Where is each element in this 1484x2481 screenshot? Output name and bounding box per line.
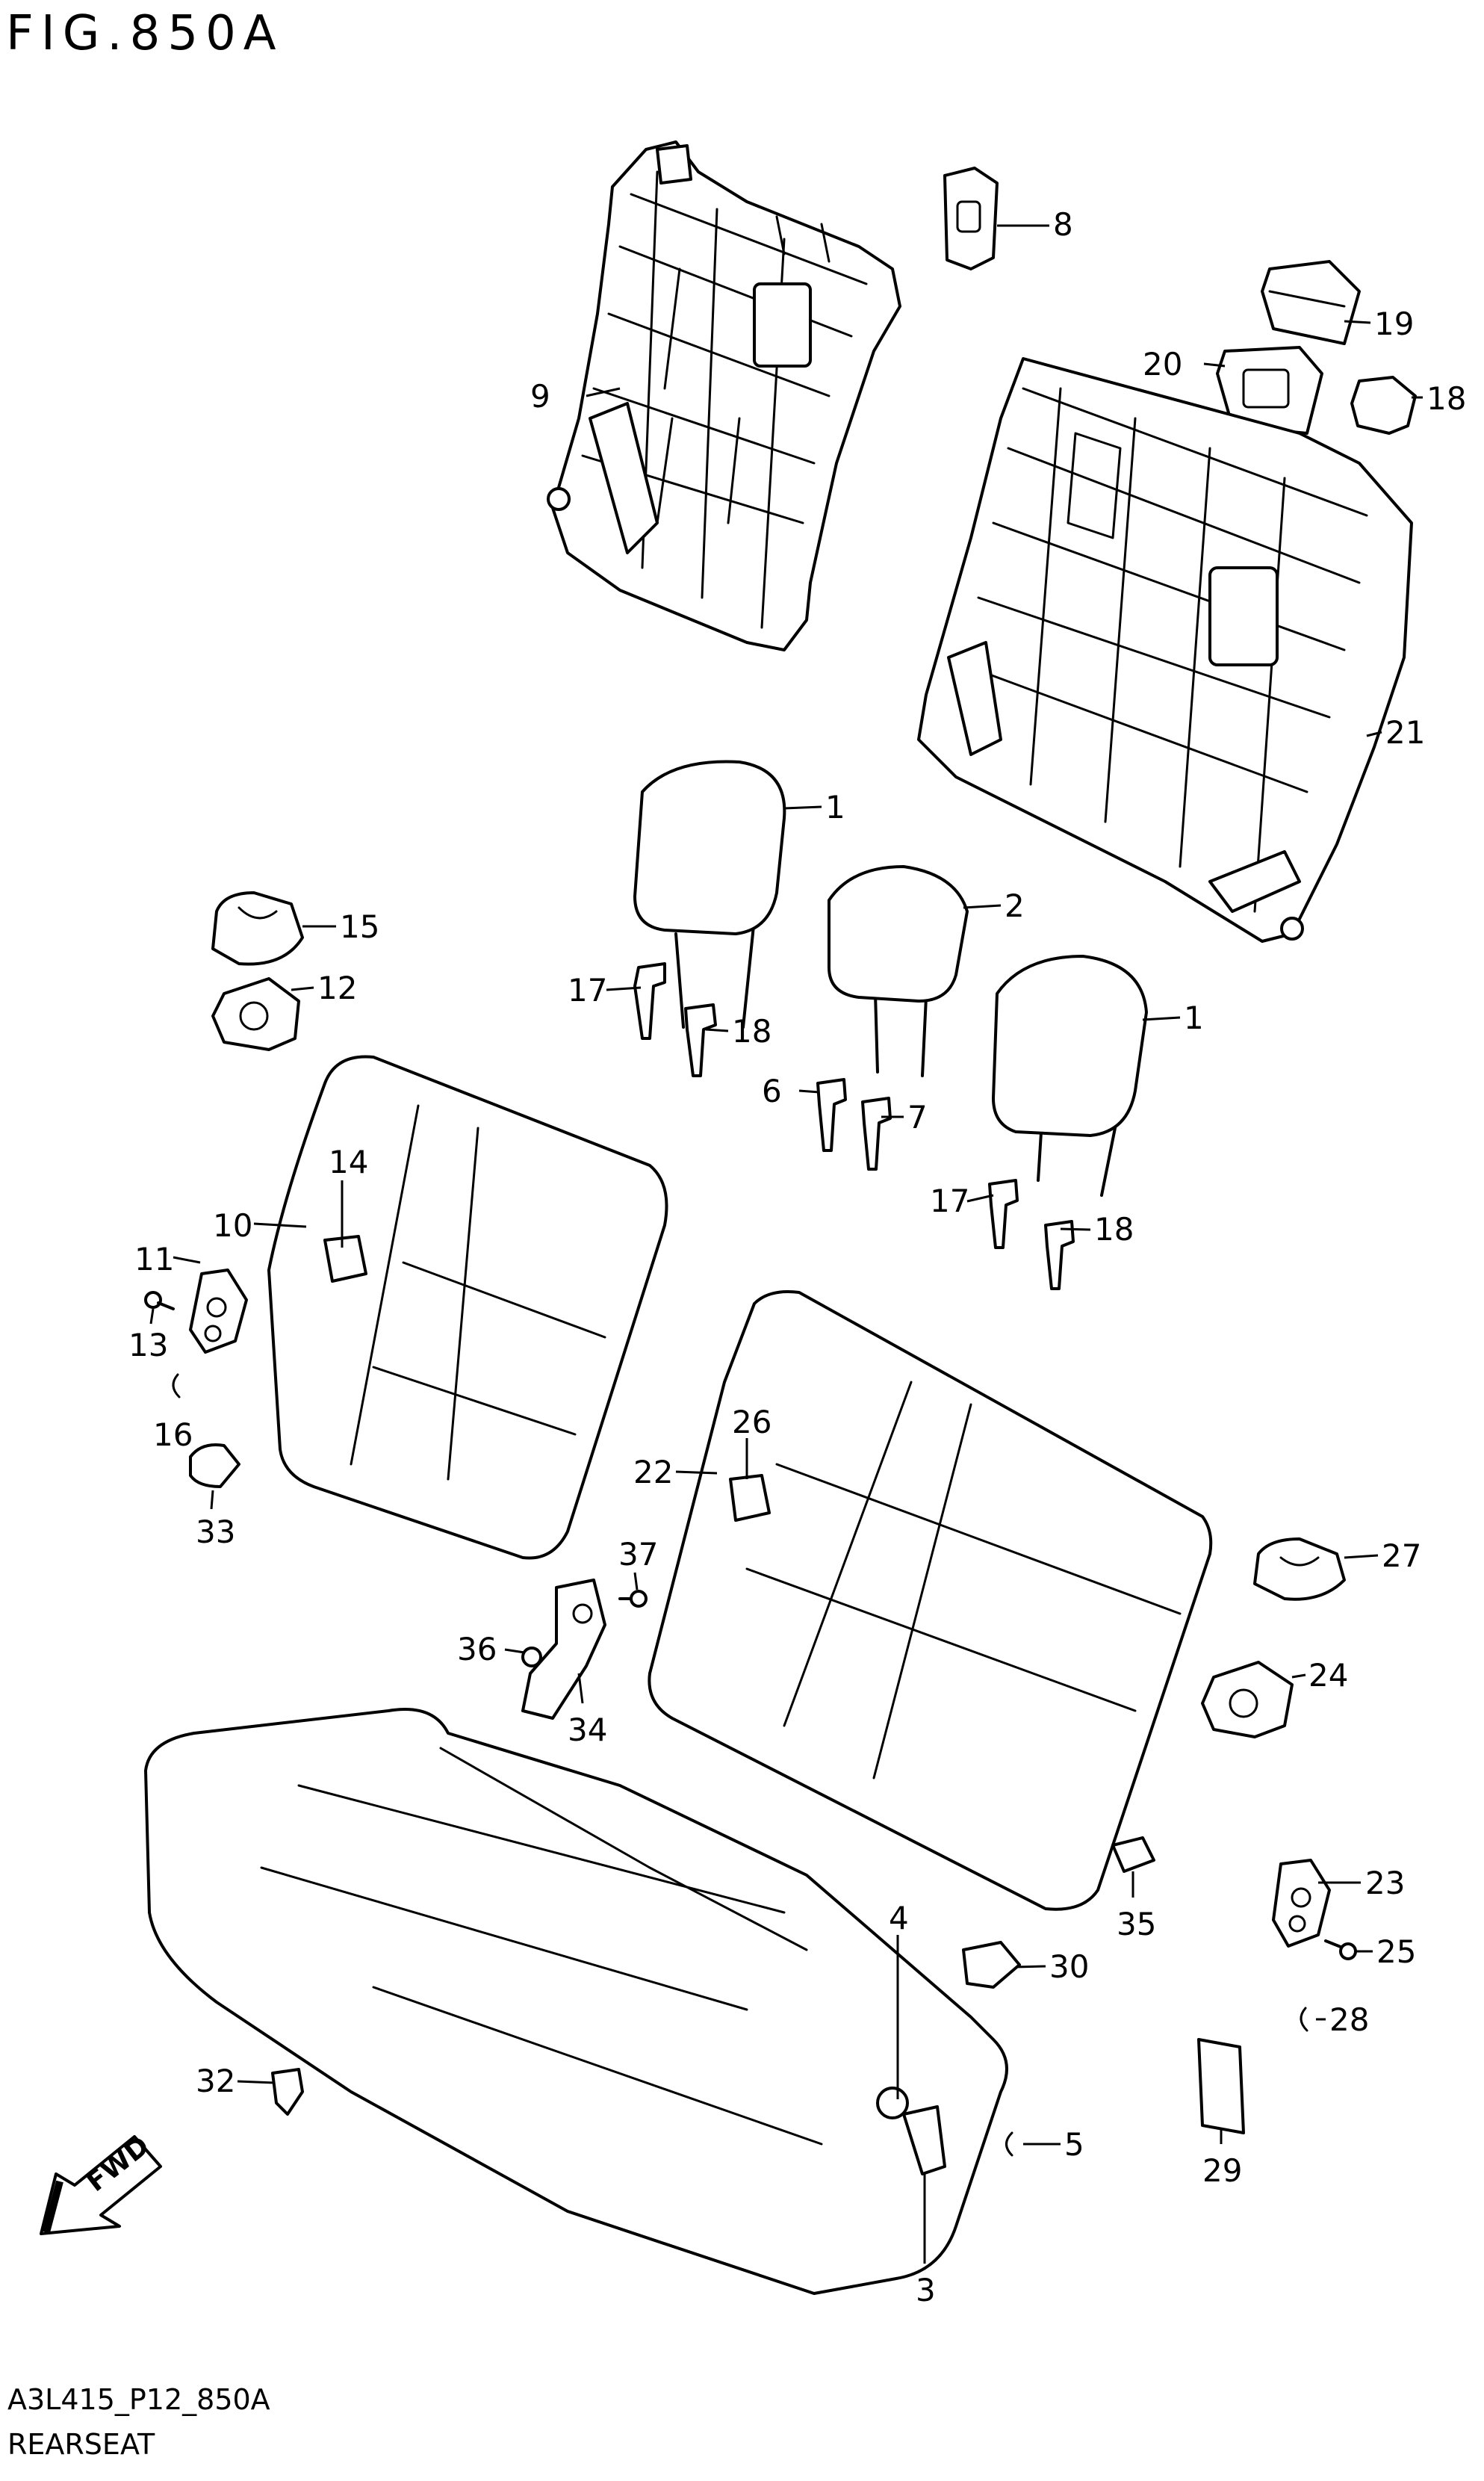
part-24-hinge-plate [1272, 1859, 1331, 1948]
callout-27: 26 [732, 1404, 772, 1440]
part-5-clip [1005, 2131, 1013, 2157]
part-10-left-seatback-cushion [267, 1055, 668, 1560]
callout-1-left: 1 [825, 789, 845, 826]
part-19-bracket [1350, 376, 1417, 435]
callouts: 8 9 19 20 18 21 1 2 1 17 18 6 7 17 18 15… [128, 206, 1466, 2308]
callout-36: 36 [457, 1631, 497, 1667]
part-32-clip [271, 2068, 304, 2116]
part-3-seat-cushion [144, 1708, 1008, 2295]
callout-8: 8 [1053, 206, 1073, 243]
callout-5: 5 [1064, 2126, 1084, 2163]
part-12-hinge [211, 977, 300, 1051]
callout-16: 16 [153, 1416, 193, 1453]
part-25-hinge [1201, 1661, 1294, 1738]
callout-33: 33 [196, 1514, 235, 1550]
part-13-bolt [144, 1291, 175, 1310]
callout-24: 23 [1365, 1865, 1405, 1901]
part-34-bracket [521, 1579, 606, 1720]
part-15-cover [211, 891, 304, 966]
part-29-clip [1300, 2007, 1308, 2032]
callout-10: 10 [213, 1207, 252, 1244]
part-22-right-seatback-frame [917, 357, 1413, 943]
callout-1-right: 1 [1184, 1000, 1204, 1036]
part-16-clip [172, 1373, 181, 1399]
part-14-guide [323, 1235, 367, 1283]
callout-6: 6 [762, 1073, 782, 1109]
callout-26: 25 [1376, 1933, 1416, 1970]
callout-20: 19 [1374, 306, 1414, 342]
callout-12: 12 [317, 970, 357, 1006]
callout-31: 30 [1049, 1948, 1089, 1985]
callout-37: 37 [618, 1536, 658, 1573]
callout-25: 24 [1308, 1657, 1348, 1694]
callout-29: 28 [1329, 2001, 1369, 2038]
callout-30: 29 [1202, 2152, 1242, 2189]
part-8-bracket [943, 167, 999, 270]
callout-2: 2 [1005, 888, 1025, 924]
callout-13: 13 [128, 1327, 168, 1363]
callout-34: 34 [568, 1712, 607, 1748]
figure-name: REARSEAT [7, 2428, 155, 2461]
callout-19: 18 [1426, 380, 1466, 417]
figure-title: FIG.850A [6, 6, 284, 61]
fwd-arrow-icon: FWD [40, 2131, 162, 2235]
callout-4: 4 [889, 1900, 909, 1936]
part-2-headrest-center [828, 865, 969, 1077]
part-1-headrest-left [633, 760, 786, 1029]
callout-7: 7 [907, 1099, 928, 1136]
callout-14: 14 [329, 1144, 368, 1180]
callout-18-right: 18 [1094, 1211, 1134, 1248]
callout-15: 15 [340, 908, 379, 945]
figure-code: A3L415_P12_850A [7, 2383, 270, 2416]
part-21-latch-plate [1216, 346, 1323, 435]
part-27-guide [729, 1474, 771, 1522]
callout-23: 22 [633, 1454, 673, 1490]
callout-11: 11 [134, 1241, 174, 1277]
callout-21: 20 [1143, 346, 1182, 382]
leader-lines [149, 224, 1423, 2264]
part-31-clip [962, 1941, 1021, 1989]
callout-35: 35 [1117, 1906, 1156, 1942]
callout-28: 27 [1382, 1537, 1421, 1574]
part-20-cover [1261, 260, 1361, 345]
callout-32: 32 [196, 2063, 235, 2099]
part-30-label [1197, 2038, 1245, 2134]
part-28-cover [1253, 1537, 1346, 1601]
part-23-right-seatback-cushion [648, 1290, 1213, 1911]
part-35-clip [1111, 1836, 1155, 1873]
part-33-cap [189, 1443, 240, 1488]
callout-3: 3 [916, 2272, 936, 2308]
callout-22: 21 [1385, 714, 1425, 751]
part-26-bolt [1324, 1939, 1357, 1960]
part-36-bolt [521, 1647, 542, 1667]
part-9-left-seatback-frame [547, 140, 901, 651]
callout-17-left: 17 [568, 972, 607, 1009]
callout-18-left: 18 [732, 1013, 772, 1050]
callout-9: 9 [530, 378, 550, 415]
part-11-hinge-plate [189, 1269, 248, 1354]
part-1-headrest-right [992, 955, 1148, 1197]
callout-17-right: 17 [930, 1183, 969, 1219]
part-37-bolt [618, 1590, 648, 1608]
